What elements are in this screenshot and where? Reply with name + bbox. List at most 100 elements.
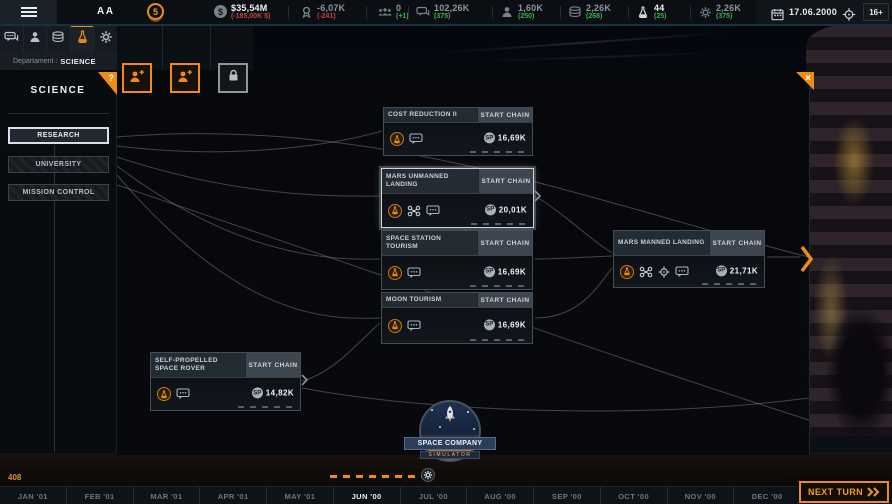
progress-ticks [470,151,524,154]
reputation-medal-icon [299,5,313,19]
science-panel: SCIENCE RESEARCH UNIVERSITY MISSION CONT… [0,72,117,453]
progress-ticks [471,223,525,225]
start-chain-button[interactable]: START CHAIN [477,293,532,308]
timeline-month: JUL '00 [399,487,467,504]
comment-icon[interactable] [407,266,421,279]
department-value: SCIENCE [60,56,96,66]
drone-icon [639,266,653,278]
stat-value: 102,26K [434,3,470,13]
main-menu-button[interactable] [0,0,57,24]
hamburger-icon [20,7,37,17]
node-cost: 16,69K [497,133,526,143]
timeline-month: APR '01 [199,487,266,504]
scroll-right-chevron[interactable] [800,245,814,278]
tab-comms[interactable] [0,26,24,52]
progress-ticks [238,406,292,408]
tree-silhouette [826,305,892,440]
nav-research-button[interactable]: RESEARCH [8,127,109,144]
tokens-stat: 2,26K (268) [568,3,611,21]
top-bar: AA 5 $ $35,54M (-185,00K $) -6,07K (-241… [0,0,892,26]
tab-finance[interactable] [47,26,71,52]
nav-university-button[interactable]: UNIVERSITY [8,156,109,173]
stat-value: 44 [654,3,665,13]
node-title: COST REDUCTION II [384,108,477,123]
start-chain-button[interactable]: START CHAIN [709,231,764,255]
tab-hr[interactable] [24,26,48,52]
science-flask-icon [157,387,171,401]
level-badge[interactable]: 5 [147,3,164,20]
node-title: SELF-PROPELLED SPACE ROVER [151,353,245,377]
lock-icon [227,69,240,87]
timeline-bar: JAN '01 FEB '01 MAR '01 APR '01 MAY '01 … [0,486,892,504]
science-flask-icon [620,264,634,279]
stat-delta: (250) [518,13,535,20]
department-indicator: Departament : SCIENCE [0,52,117,70]
employees-icon [500,5,514,19]
stat-delta: (-241) [317,13,336,20]
comms-icon [4,30,19,48]
science-flask-icon [388,265,402,280]
research-node-self-propelled-space-rover[interactable]: SELF-PROPELLED SPACE ROVER START CHAIN S… [150,352,309,411]
stat-delta: (375) [716,13,733,20]
timeline-month: OCT '00 [599,487,667,504]
node-title: MOON TOURISM [382,293,477,308]
timeline-month: SEP '00 [533,487,600,504]
stat-value: 0 [396,3,402,13]
comment-icon[interactable] [176,388,190,400]
money-tokens-icon [568,5,582,19]
start-chain-button[interactable]: START CHAIN [245,353,300,377]
space-company-logo: SPACE COMPANY SIMULATOR [404,400,496,474]
sp-badge: SP [483,265,495,277]
department-label: Departament : [13,57,58,65]
chevron-right-icon [301,373,309,391]
comment-icon[interactable] [409,133,423,145]
nav-mission-control-button[interactable]: MISSION CONTROL [8,184,109,201]
comment-icon[interactable] [407,320,421,332]
start-chain-button[interactable]: START CHAIN [478,169,533,193]
engineering-gear-icon [99,30,113,49]
start-chain-button[interactable]: START CHAIN [477,231,532,255]
logo-stars [431,409,433,411]
science-flask-icon [76,29,89,49]
sky-streak [430,31,730,55]
version-number: 408 [8,473,22,482]
start-chain-button[interactable]: START CHAIN [477,108,532,123]
stat-delta: (25) [654,13,667,20]
timeline-month: DEC '00 [733,487,800,504]
hire-scientist-button[interactable] [122,63,152,93]
drone-icon [407,205,421,217]
sp-badge: SP [483,319,495,331]
engineering-stat: 2,26K (375) [698,3,741,21]
next-turn-button[interactable]: NEXT TURN [799,481,889,503]
staff-icon [378,5,392,19]
timeline-month: JAN '01 [17,491,48,501]
logo-title: SPACE COMPANY [404,437,496,450]
progress-ticks [470,339,524,342]
question-mark-icon: ? [108,73,115,83]
timeline-month: FEB '01 [65,487,133,504]
crosshair-icon[interactable] [842,7,856,21]
engineering-gear-icon [698,5,712,19]
finance-icon [51,30,65,48]
comment-icon[interactable] [675,265,689,278]
sky-streak [470,51,730,63]
fans-chat-icon [416,5,430,19]
node-cost: 16,69K [497,266,526,276]
sp-badge: SP [715,264,727,276]
stat-value: 2,26K [716,3,742,13]
tab-science[interactable] [70,25,95,52]
timeline-months: JAN '01 FEB '01 MAR '01 APR '01 MAY '01 … [0,487,800,504]
stat-value: 2,26K [586,3,612,13]
money-icon: $ [214,5,227,18]
tab-engineering[interactable] [94,26,117,52]
progress-ticks [470,285,524,287]
locked-slot-button[interactable] [218,63,248,93]
department-tabs [0,25,117,52]
comment-icon[interactable] [426,204,440,217]
hire-scientist-button-2[interactable] [170,63,200,93]
